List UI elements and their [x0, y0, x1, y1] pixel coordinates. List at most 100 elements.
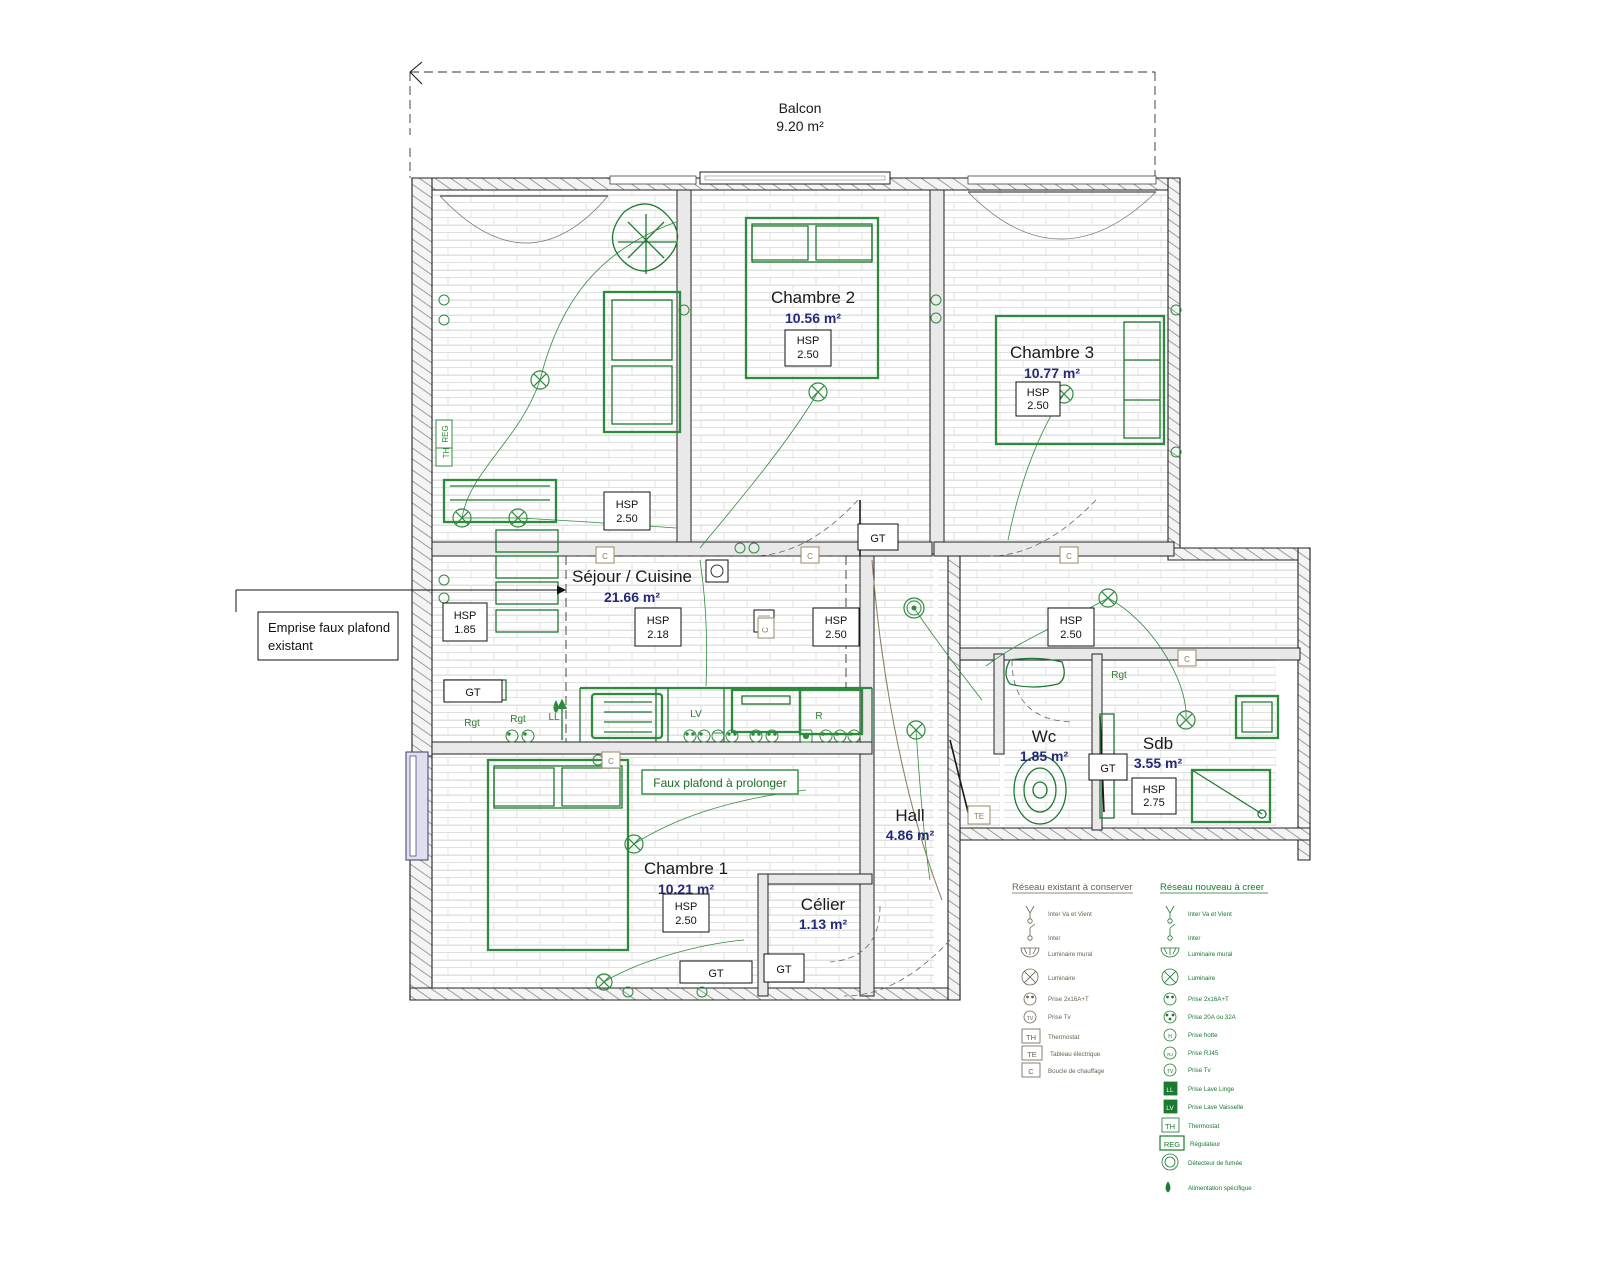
hsp-marker: HSP 2.50: [662, 893, 710, 933]
legend-existing-item-label: Boucle de chauffage: [1048, 1068, 1105, 1075]
room-name-chambre2: Chambre 2: [771, 288, 855, 307]
hsp-value: 1.85: [454, 624, 475, 636]
window-openings: [405, 171, 1157, 861]
legend-existing-item-label: Tableau électrique: [1050, 1051, 1101, 1058]
tag-c: C: [1059, 546, 1079, 564]
false-ceiling-banner: Faux plafond à prolonger: [641, 769, 799, 795]
legend-new: Réseau nouveau à creer H RJ TV LL LV TH …: [1159, 882, 1268, 1193]
tag-gt: GT: [443, 679, 503, 703]
tag-rgt: Rgt: [510, 714, 526, 725]
hsp-marker: HSP 1.85: [442, 602, 488, 642]
hsp-marker: HSP 2.75: [1131, 777, 1177, 815]
hsp-label: HSP: [1027, 387, 1050, 399]
legend-new-item-label: Alimentation spécifique: [1188, 1185, 1252, 1192]
hsp-value: 2.50: [675, 915, 696, 927]
banner-label: Faux plafond à prolonger: [653, 776, 786, 790]
hsp-value: 2.50: [1060, 629, 1081, 641]
svg-text:H: H: [1168, 1034, 1172, 1040]
tag-rgt: Rgt: [464, 718, 480, 729]
hsp-value: 2.50: [616, 513, 637, 525]
hsp-marker: HSP 2.18: [634, 607, 682, 647]
legend-new-item-label: Thermostat: [1188, 1123, 1220, 1130]
svg-text:C: C: [1184, 655, 1190, 664]
room-name-sdb: Sdb: [1143, 734, 1173, 753]
room-name-hall: Hall: [895, 806, 924, 825]
legend-new-item-label: Prise RJ45: [1188, 1050, 1219, 1057]
tag-c: C: [601, 751, 621, 769]
tag-r: R: [815, 711, 822, 722]
room-area-hall: 4.86 m²: [886, 827, 935, 843]
hsp-value: 2.50: [825, 629, 846, 641]
svg-text:C: C: [761, 627, 770, 633]
interior-partitions: [431, 189, 1301, 997]
room-name-celier: Célier: [801, 895, 846, 914]
legend-existing-item-label: Inter Va et Vient: [1048, 911, 1092, 918]
legend-box-reg: REG: [1164, 1140, 1180, 1149]
legend-icon-lv: LV: [1166, 1105, 1174, 1112]
hsp-label: HSP: [1060, 615, 1083, 627]
legend-new-item-label: Luminaire mural: [1188, 951, 1232, 958]
legend-existing-item-label: Luminaire mural: [1048, 951, 1092, 958]
svg-text:GT: GT: [776, 964, 792, 976]
legend-existing-title: Réseau existant à conserver: [1012, 882, 1132, 893]
room-name-sejour: Séjour / Cuisine: [572, 567, 692, 586]
legend-new-item-label: Prise 20A ou 32A: [1188, 1014, 1237, 1021]
tag-ll: LL: [548, 712, 560, 723]
specific-supply-icon: [553, 698, 568, 740]
hsp-value: 2.18: [647, 629, 668, 641]
hsp-marker: HSP 2.50: [784, 329, 832, 367]
svg-text:TE: TE: [974, 812, 984, 821]
svg-text:C: C: [608, 757, 614, 766]
equipment-tag-boxes: GT GT GT GT GT Rgt Rgt Rgt LL LV R TH RE…: [435, 419, 1197, 984]
legend-new-item-label: Régulateur: [1190, 1141, 1220, 1148]
legend-existing: Réseau existant à conserver TV TH TE C: [1012, 882, 1133, 1078]
tag-c: C: [1177, 649, 1197, 667]
svg-text:C: C: [807, 552, 813, 561]
tag-te: TE: [967, 805, 991, 825]
tag-gt: GT: [679, 960, 753, 984]
hsp-value: 2.75: [1143, 797, 1164, 809]
legend-new-item-label: Prise 2x16A+T: [1188, 996, 1229, 1003]
legend-new-item-label: Prise hotte: [1188, 1032, 1218, 1039]
exterior-walls: [409, 177, 1311, 1001]
svg-text:RJ: RJ: [1167, 1052, 1173, 1057]
hsp-value: 2.50: [797, 349, 818, 361]
hsp-marker: HSP 2.50: [812, 607, 860, 647]
legend-existing-item-label: Inter: [1048, 935, 1060, 942]
hsp-label: HSP: [647, 615, 670, 627]
room-area-chambre3: 10.77 m²: [1024, 365, 1080, 381]
callout-line-1: Emprise faux plafond: [268, 620, 390, 635]
tag-c: C: [757, 617, 775, 639]
legend-existing-item-label: Thermostat: [1048, 1034, 1080, 1041]
svg-text:TV: TV: [1167, 1069, 1174, 1075]
luminaire-symbols: [452, 370, 1196, 991]
hsp-marker: HSP 2.50: [1015, 381, 1061, 417]
hsp-marker: HSP 2.50: [1047, 607, 1095, 647]
legend-new-item-label: Prise Lave Vaisselle: [1188, 1104, 1244, 1111]
smoke-detector-icon: [903, 597, 925, 619]
room-area-wc: 1.85 m²: [1020, 748, 1069, 764]
hsp-label: HSP: [797, 335, 820, 347]
legend-box-c: C: [1028, 1067, 1034, 1076]
tag-reg: REG: [435, 419, 453, 449]
tag-lv: LV: [690, 709, 702, 720]
legend-existing-item-label: Prise Tv: [1048, 1014, 1071, 1021]
room-name-chambre3: Chambre 3: [1010, 343, 1094, 362]
hsp-label: HSP: [1143, 784, 1166, 796]
legend-new-title: Réseau nouveau à creer: [1160, 882, 1264, 893]
balcony-area: 9.20 m²: [776, 118, 824, 134]
tag-gt: GT: [763, 953, 805, 983]
legend-new-item-label: Prise Lave Linge: [1188, 1086, 1235, 1093]
balcony-name: Balcon: [779, 100, 822, 116]
svg-text:GT: GT: [465, 687, 481, 699]
svg-text:REG: REG: [441, 425, 450, 442]
svg-text:GT: GT: [1100, 763, 1116, 775]
room-area-chambre2: 10.56 m²: [785, 310, 841, 326]
legend-icon-ll: LL: [1166, 1087, 1174, 1094]
legend-box-th: TH: [1026, 1033, 1036, 1042]
electrical-circuits-new: [461, 221, 1187, 983]
svg-text:TH: TH: [442, 447, 451, 458]
balcony-outline: [409, 61, 1156, 180]
tag-gt: GT: [857, 523, 899, 551]
